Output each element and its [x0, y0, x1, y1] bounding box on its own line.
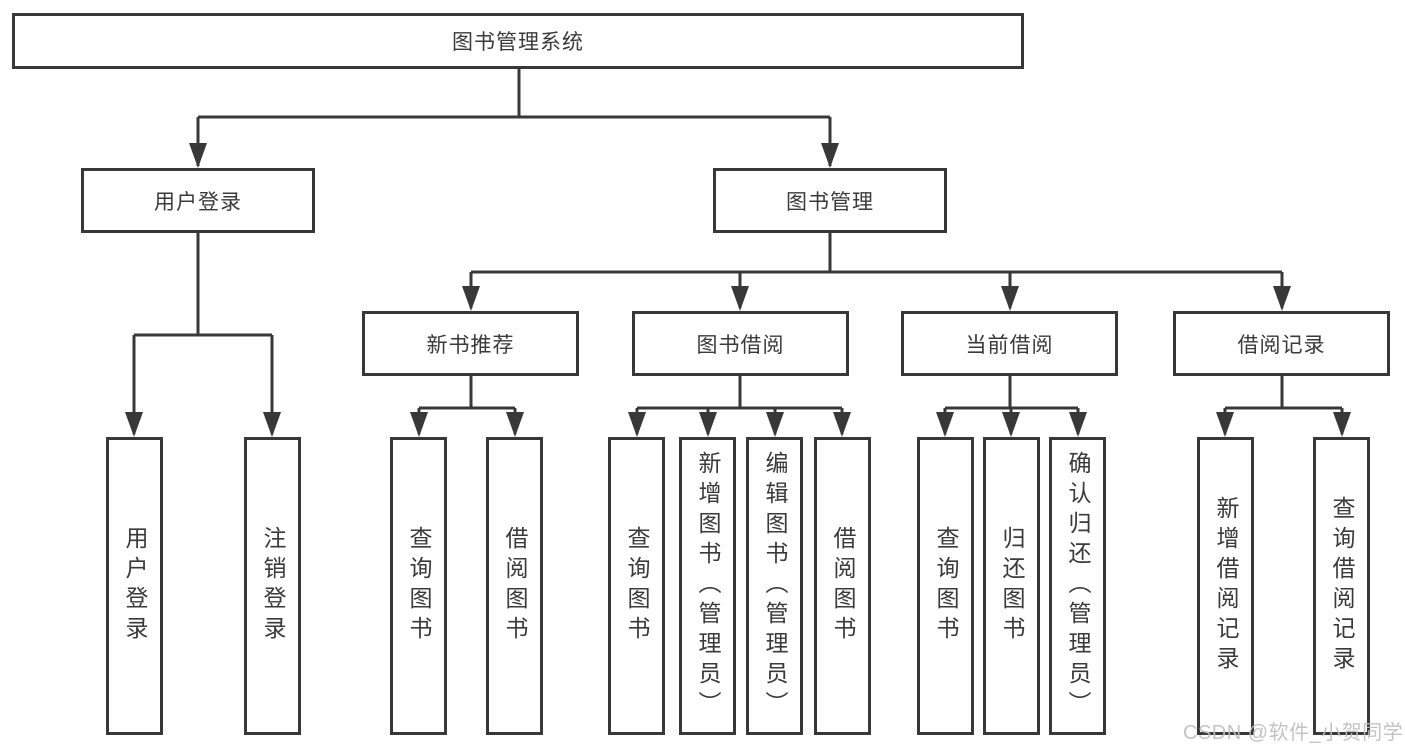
node-label: 借阅记录: [1237, 333, 1326, 357]
node-label: 确认归还（管理员）: [1065, 451, 1091, 721]
node-system-root: 图书管理系统: [12, 13, 1024, 69]
node-label: 图书管理系统: [452, 31, 584, 54]
csdn-watermark: CSDN @软件_小贺同学: [1183, 722, 1404, 744]
node-label: 新增图书（管理员）: [695, 451, 721, 721]
node-leaf-return-books: 归还图书: [983, 437, 1040, 735]
node-leaf-query-books-1: 查询图书: [390, 437, 447, 735]
node-label: 借阅图书: [502, 526, 528, 646]
node-leaf-confirm-return-admin: 确认归还（管理员）: [1049, 437, 1106, 735]
node-user-login: 用户登录: [81, 168, 315, 233]
node-label: 新增借阅记录: [1213, 496, 1239, 676]
node-leaf-add-borrow-record: 新增借阅记录: [1197, 437, 1254, 735]
node-label: 编辑图书（管理员）: [762, 451, 788, 721]
node-leaf-borrow-books-2: 借阅图书: [814, 437, 871, 735]
node-book-borrowing: 图书借阅: [632, 311, 849, 376]
node-book-management: 图书管理: [713, 168, 947, 233]
node-label: 图书借阅: [696, 333, 785, 357]
node-label: 查询图书: [933, 526, 959, 646]
node-label: 用户登录: [154, 190, 242, 214]
node-borrowing-records: 借阅记录: [1173, 311, 1390, 376]
node-label: 查询借阅记录: [1329, 496, 1355, 676]
node-leaf-query-borrow-record: 查询借阅记录: [1313, 437, 1370, 735]
node-label: 查询图书: [406, 526, 432, 646]
node-label: 用户登录: [122, 526, 148, 646]
node-leaf-query-books-2: 查询图书: [608, 437, 665, 735]
node-leaf-logout: 注销登录: [244, 437, 301, 735]
node-leaf-borrow-books-1: 借阅图书: [486, 437, 543, 735]
node-label: 注销登录: [260, 526, 286, 646]
node-leaf-user-login: 用户登录: [106, 437, 163, 735]
node-label: 新书推荐: [426, 333, 515, 357]
node-label: 当前借阅: [965, 333, 1054, 357]
node-label: 归还图书: [999, 526, 1025, 646]
node-label: 查询图书: [624, 526, 650, 646]
node-current-borrowing: 当前借阅: [901, 311, 1118, 376]
node-new-book-recommend: 新书推荐: [362, 311, 579, 376]
node-label: 借阅图书: [830, 526, 856, 646]
node-leaf-edit-books-admin: 编辑图书（管理员）: [746, 437, 803, 735]
node-leaf-add-books-admin: 新增图书（管理员）: [679, 437, 736, 735]
node-leaf-query-books-3: 查询图书: [917, 437, 974, 735]
connector-path: [132, 69, 1344, 434]
node-label: 图书管理: [786, 190, 874, 214]
